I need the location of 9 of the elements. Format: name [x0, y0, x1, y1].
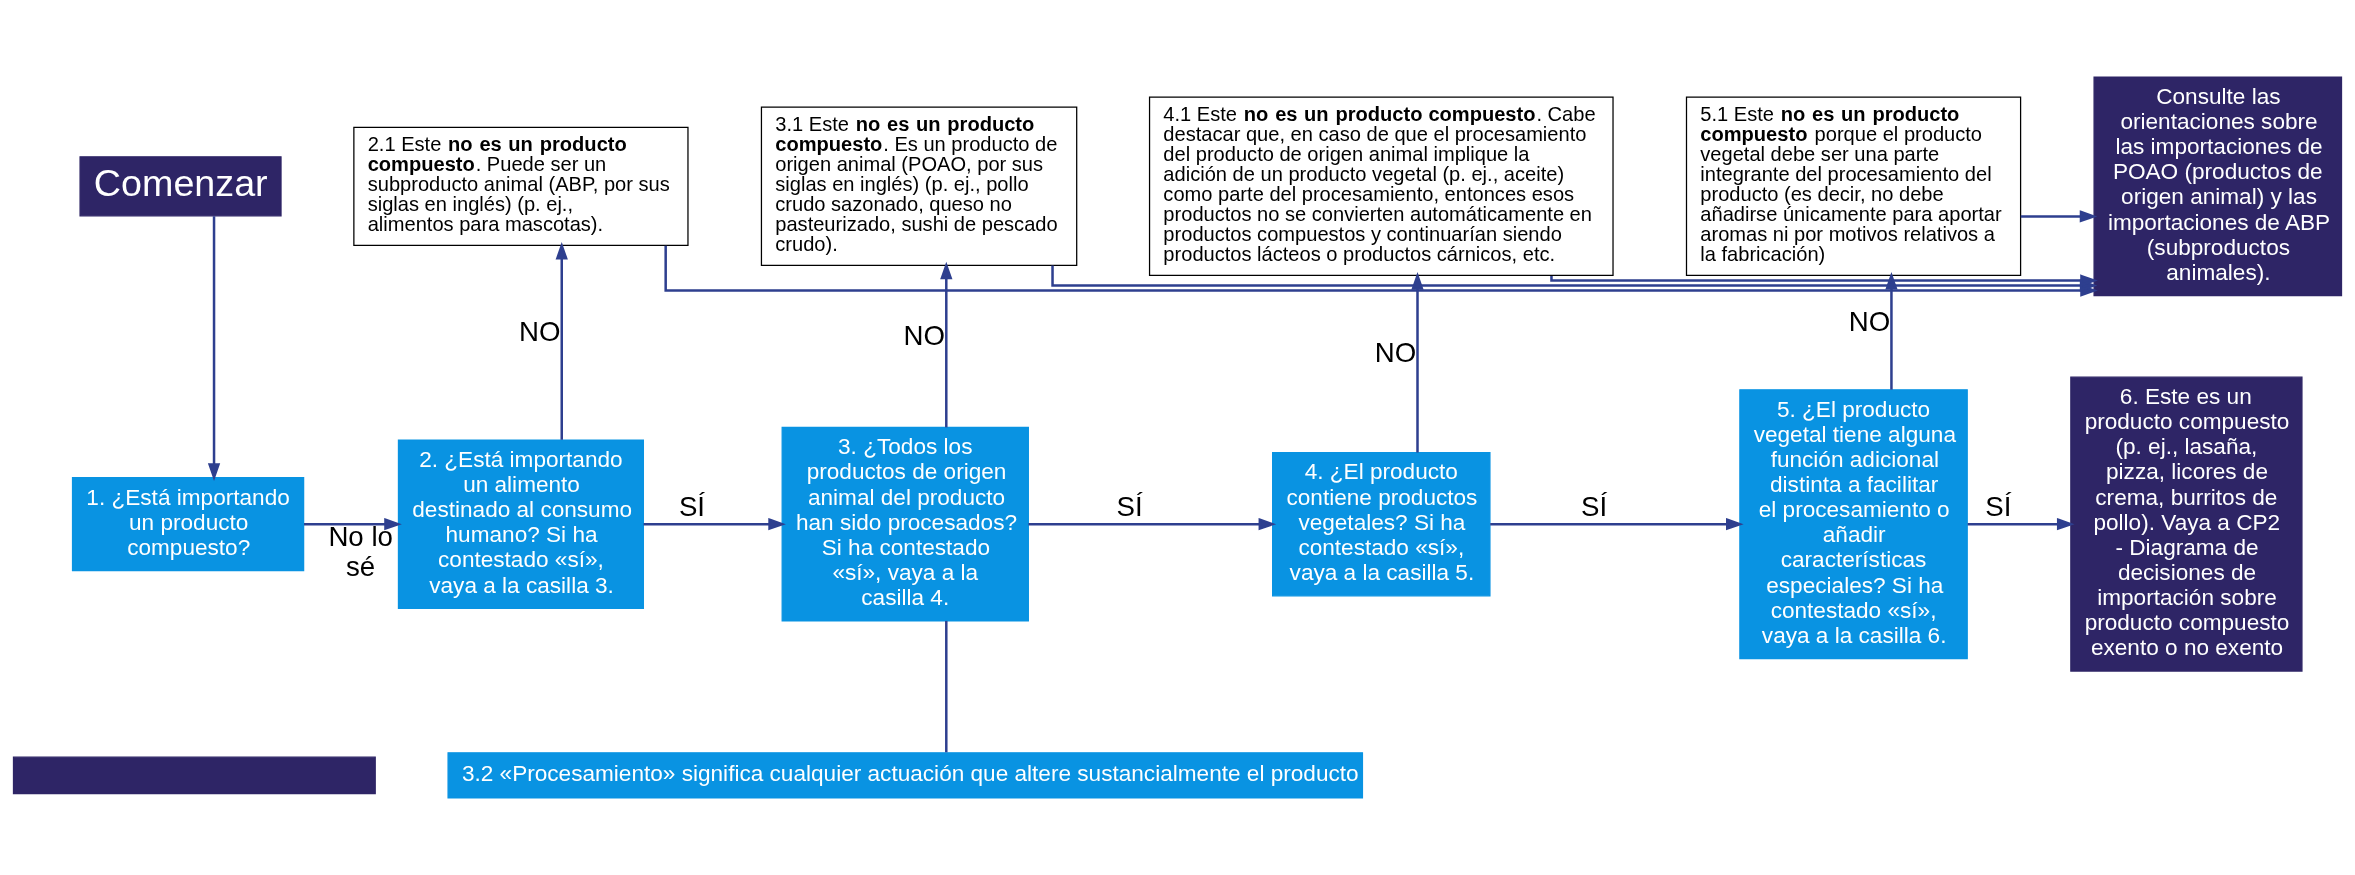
edge-label: SÍ [678, 491, 706, 523]
edge-label: NO [903, 319, 946, 351]
edge-label: NO [519, 316, 561, 348]
edge-label: NO [1374, 337, 1417, 369]
edge-label: SÍ [1116, 491, 1143, 523]
edge-label: SÍ [1581, 491, 1608, 523]
edge-label: NO [1848, 305, 1891, 337]
edge-label: SÍ [1985, 491, 2012, 523]
edge-label: No lo sé [328, 521, 393, 583]
